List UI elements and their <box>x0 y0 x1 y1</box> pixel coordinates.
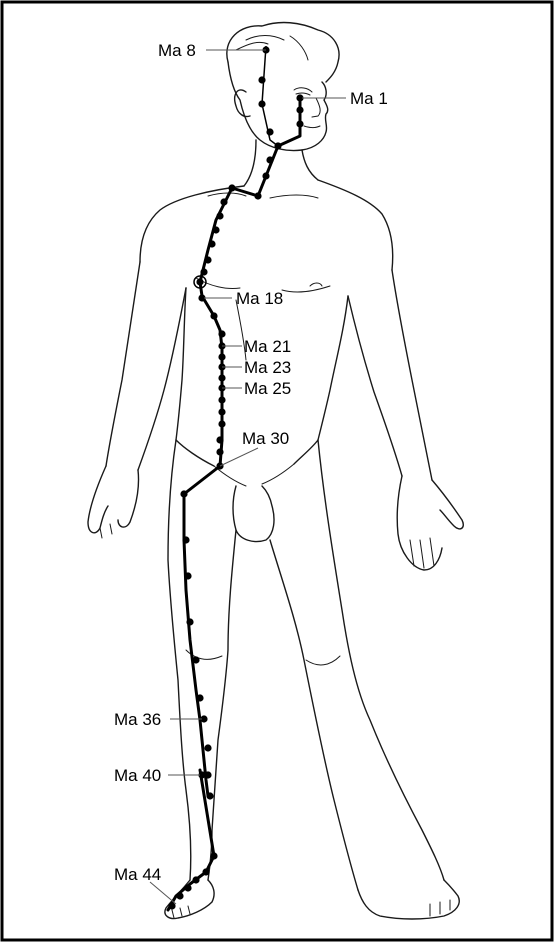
acupoint-dot <box>192 656 199 663</box>
acupoint-dot <box>176 892 183 899</box>
acupoint-dot <box>218 330 225 337</box>
acupoint-dot <box>180 490 187 497</box>
acupoint-dot <box>218 408 225 415</box>
acupoint-labels: Ma 8 Ma 1 Ma 18 Ma 21 Ma 23 Ma 25 Ma 30 … <box>114 41 388 884</box>
label-ma8: Ma 8 <box>158 41 196 60</box>
label-ma30: Ma 30 <box>242 429 289 448</box>
label-ma1: Ma 1 <box>350 89 388 108</box>
acupoint-dot <box>274 142 281 149</box>
acupoint-dot <box>258 76 265 83</box>
acupoint-dot <box>182 536 189 543</box>
acupoint-dot <box>266 156 273 163</box>
acupoint-dot <box>228 184 235 191</box>
acupoint-dot <box>210 852 217 859</box>
acupoint-dot <box>202 868 209 875</box>
acupoint-dot <box>218 396 225 403</box>
acupoint-dot <box>206 792 213 799</box>
acupoint-dot <box>216 212 223 219</box>
acupoint-dot <box>186 618 193 625</box>
acupoint-dot <box>254 192 261 199</box>
acupoint-dot <box>208 240 215 247</box>
acupoint-dot <box>216 448 223 455</box>
label-ma21: Ma 21 <box>244 337 291 356</box>
acupoint-dot <box>168 902 175 909</box>
label-ma25: Ma 25 <box>244 379 291 398</box>
acupoint-dot <box>266 128 273 135</box>
acupoint-dot <box>196 694 203 701</box>
acupoint-dot <box>196 278 203 285</box>
acupoint-dot <box>296 106 303 113</box>
label-ma40: Ma 40 <box>114 766 161 785</box>
label-ma36: Ma 36 <box>114 710 161 729</box>
acupoint-dot <box>184 884 191 891</box>
acupoint-dot <box>210 312 217 319</box>
acupoint-dot <box>258 100 265 107</box>
acupoint-dot <box>220 198 227 205</box>
acupoint-dot <box>262 172 269 179</box>
acupoint-dot <box>204 771 211 778</box>
acupoint-dot <box>184 572 191 579</box>
label-ma23: Ma 23 <box>244 358 291 377</box>
acupoint-dot <box>192 876 199 883</box>
acupoint-dot <box>200 268 207 275</box>
acupoint-markers <box>168 46 303 909</box>
acupoint-dot <box>218 420 225 427</box>
label-ma44: Ma 44 <box>114 865 161 884</box>
label-ma18: Ma 18 <box>236 289 283 308</box>
stomach-meridian-line <box>168 46 300 910</box>
acupoint-dot <box>218 353 225 360</box>
acupoint-dot <box>296 120 303 127</box>
acupoint-dot <box>212 226 219 233</box>
acupoint-dot <box>204 256 211 263</box>
acupoint-dot <box>218 374 225 381</box>
acupoint-dot <box>204 744 211 751</box>
acupoint-dot <box>216 436 223 443</box>
